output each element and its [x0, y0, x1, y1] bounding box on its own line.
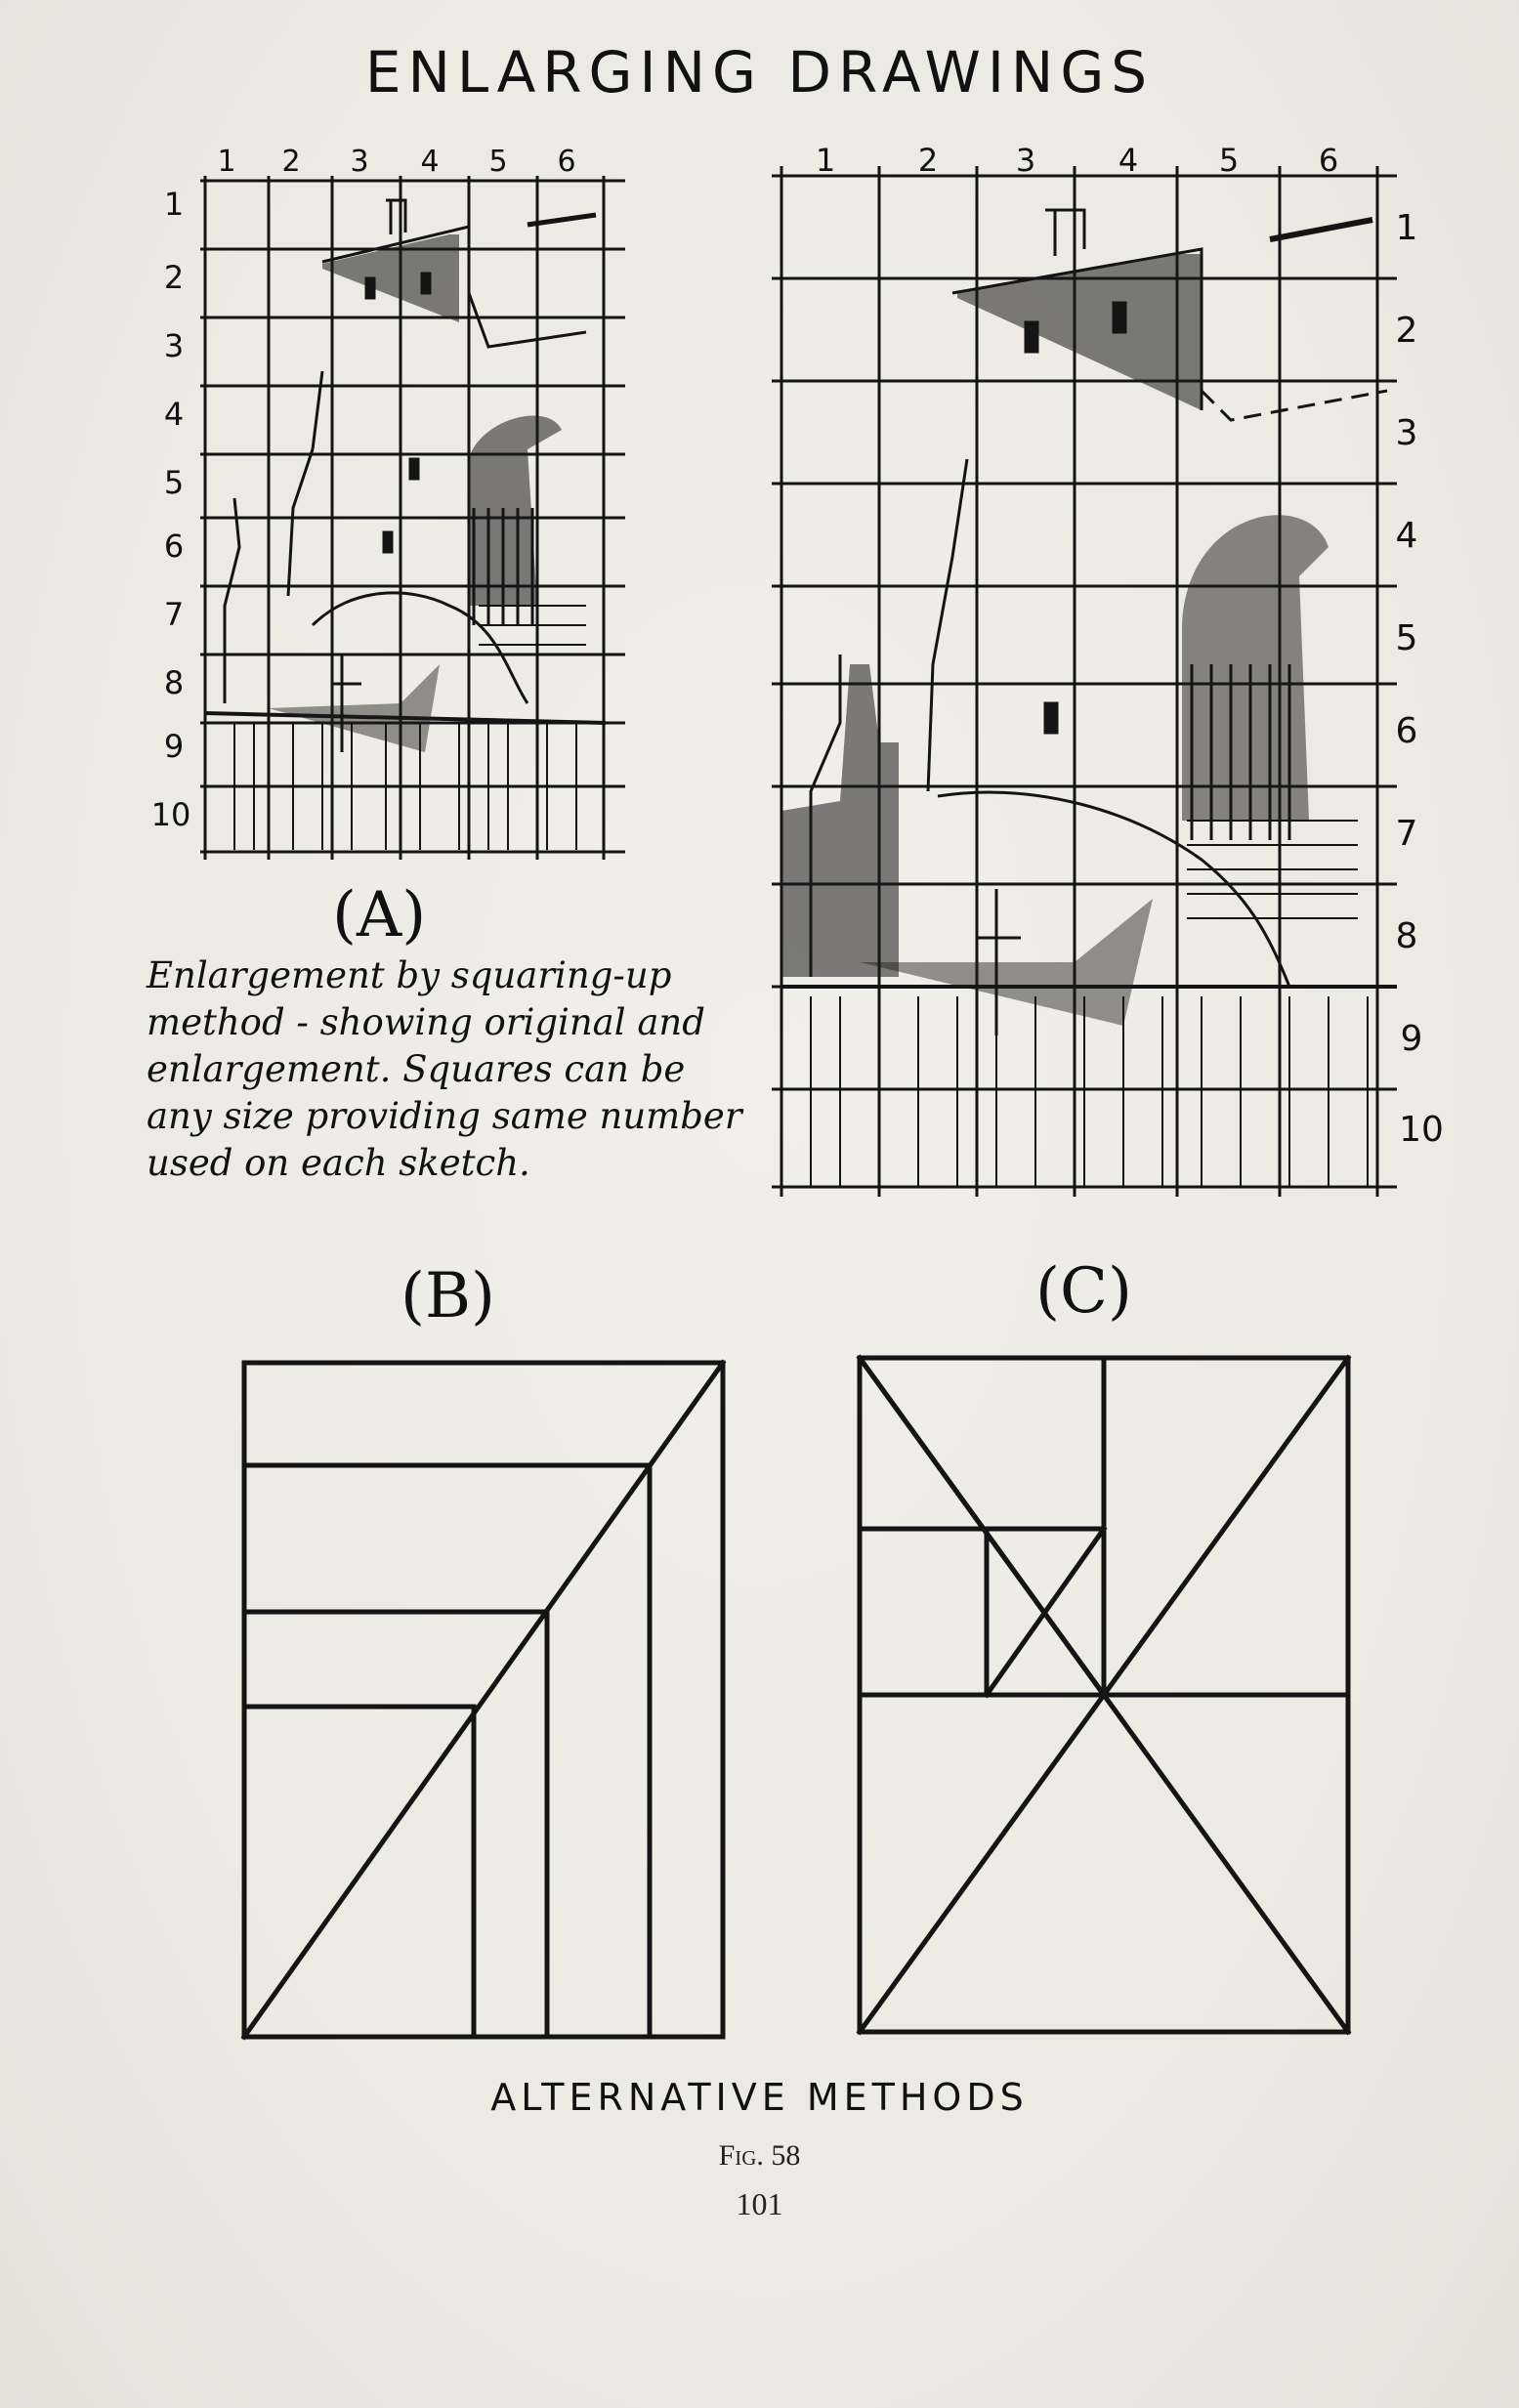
grid-enlargement-row-label-5: 5: [1396, 618, 1418, 658]
grid-a-row-label-2: 2: [164, 259, 184, 296]
grid-a-row-label-9: 9: [164, 728, 184, 765]
page-number: 101: [736, 2186, 783, 2221]
grid-enlargement-column-label-2: 2: [918, 142, 938, 179]
grid-a-column-label-3: 3: [350, 145, 368, 179]
diagram-c-bisecting-method: [856, 1354, 1352, 2036]
grid-a-column-labels: 1 2 3 4 5 6: [217, 145, 575, 179]
grid-enlargement-column-label-5: 5: [1219, 142, 1239, 179]
grid-enlargement-column-label-6: 6: [1319, 142, 1338, 179]
grid-a-row-label-10: 10: [151, 796, 191, 833]
figure-label-b: (B): [401, 1260, 495, 1332]
grid-enlargement-column-label-1: 1: [816, 142, 835, 179]
grid-enlargement-row-label-4: 4: [1396, 516, 1418, 556]
grid-a-column-label-6: 6: [557, 145, 575, 179]
grid-a-original: [200, 176, 625, 860]
grid-a-row-label-4: 4: [164, 396, 184, 433]
grid-enlargement-column-labels: 1 2 3 4 5 6: [816, 142, 1338, 179]
grid-a-row-label-5: 5: [164, 464, 184, 501]
grid-a-row-label-3: 3: [164, 327, 184, 364]
grid-enlargement-row-label-3: 3: [1396, 413, 1418, 453]
sketch-a-original: [204, 198, 607, 850]
grid-enlargement-row-label-10: 10: [1399, 1110, 1444, 1150]
grid-enlargement-row-label-7: 7: [1396, 814, 1418, 854]
grid-a-row-labels: 1 2 3 4 5 6 7 8 9 10: [151, 186, 191, 833]
grid-a-row-label-7: 7: [164, 596, 184, 633]
grid-enlargement-column-label-4: 4: [1118, 142, 1138, 179]
grid-a-row-label-8: 8: [164, 664, 184, 701]
sketch-enlargement: [781, 208, 1397, 1187]
grid-enlargement-row-label-1: 1: [1396, 208, 1418, 248]
grid-enlargement-column-label-3: 3: [1016, 142, 1035, 179]
figure-number: Fig. 58: [718, 2139, 801, 2172]
grid-a-column-label-2: 2: [281, 145, 300, 179]
grid-enlargement-row-label-9: 9: [1401, 1019, 1423, 1059]
diagram-b-diagonal-method: [240, 1359, 727, 2041]
grid-a-row-label-6: 6: [164, 528, 184, 565]
grid-enlargement-row-label-8: 8: [1396, 916, 1418, 956]
grid-enlargement-row-label-2: 2: [1396, 311, 1418, 351]
grid-a-column-label-5: 5: [488, 145, 507, 179]
caption-a: Enlargement by squaring-up method - show…: [147, 954, 742, 1184]
grid-a-row-label-1: 1: [164, 186, 184, 223]
section-label: ALTERNATIVE METHODS: [490, 2076, 1029, 2119]
grid-a-column-label-1: 1: [217, 145, 235, 179]
grid-a-column-label-4: 4: [420, 145, 439, 179]
figure-label-c: (C): [1035, 1255, 1132, 1328]
figure-label-a: (A): [332, 879, 427, 951]
grid-enlargement-row-labels: 1 2 3 4 5 6 7 8 9 10: [1396, 208, 1444, 1150]
grid-enlargement-row-label-6: 6: [1396, 711, 1418, 751]
page-title: ENLARGING DRAWINGS: [364, 39, 1155, 106]
